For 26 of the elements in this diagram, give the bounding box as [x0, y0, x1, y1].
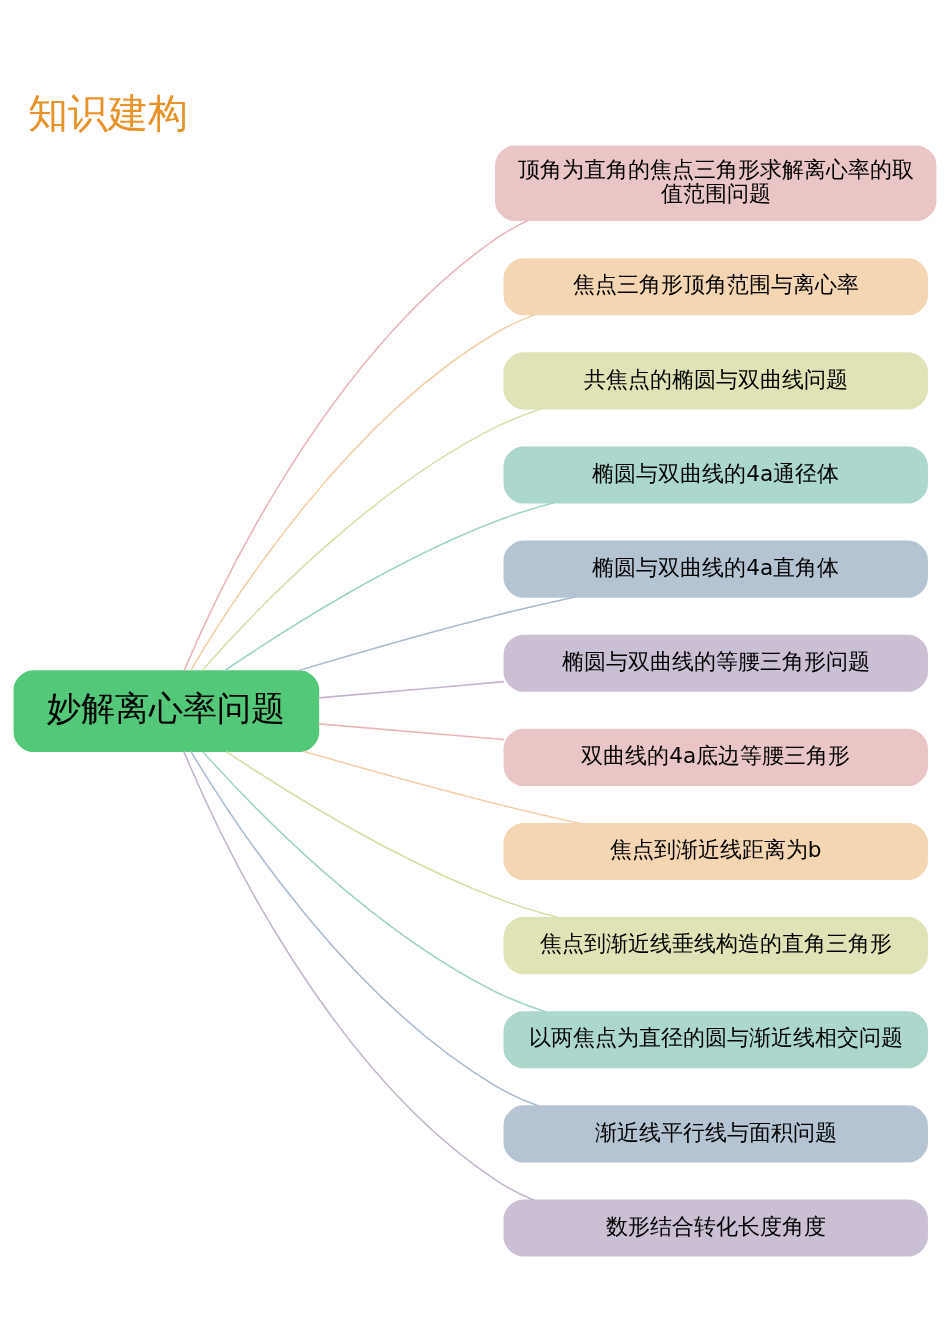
connector: [317, 680, 505, 699]
connector: [223, 501, 555, 672]
node-box: 椭圆与双曲线的4a直角体: [503, 540, 928, 598]
node-box: 焦点三角形顶角范围与离心率: [503, 257, 928, 315]
node-box: 渐近线平行线与面积问题: [503, 1104, 928, 1162]
node-box: 焦点到渐近线垂线构造的直角三角形: [503, 916, 928, 974]
connector: [302, 750, 582, 824]
node-box: 椭圆与双曲线的等腰三角形问题: [503, 634, 928, 692]
node-box: 共焦点的椭圆与双曲线问题: [503, 351, 928, 409]
connector: [189, 313, 536, 671]
connector: [183, 219, 529, 672]
diagram-title: 知识建构: [28, 89, 189, 136]
node-box: 数形结合转化长度角度: [503, 1199, 928, 1257]
connector: [225, 750, 560, 919]
connector: [183, 750, 535, 1201]
connector: [317, 722, 505, 740]
node-box: 以两焦点为直径的圆与渐近线相交问题: [503, 1010, 928, 1068]
connector: [201, 750, 547, 1013]
node-box: 双曲线的4a底边等腰三角形: [503, 728, 928, 786]
node-box: 椭圆与双曲线的4a通径体: [503, 445, 928, 503]
node-box: 妙解离心率问题: [13, 669, 320, 752]
node-box: 焦点到渐近线距离为b: [503, 822, 928, 880]
connector: [201, 407, 543, 671]
node-box: 顶角为直角的焦点三角形求解离心率的取值范围问题: [495, 145, 937, 221]
connector: [190, 750, 540, 1107]
connector: [296, 595, 576, 672]
